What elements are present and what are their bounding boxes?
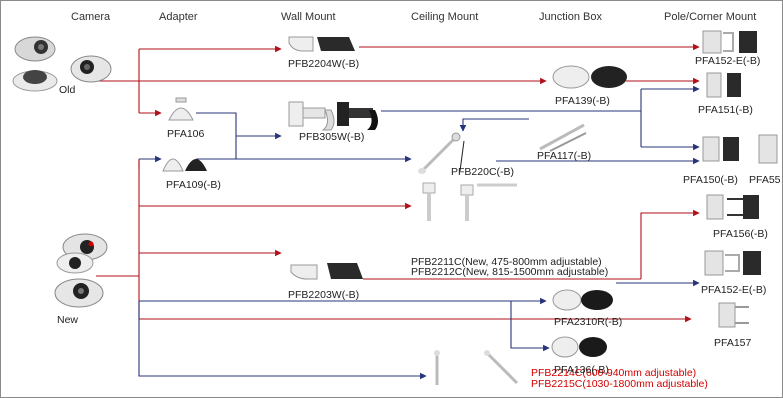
pfa106-image (168, 97, 194, 121)
pfb2211c-image (422, 182, 517, 221)
pole-clamp-icon (704, 250, 761, 276)
pfb2203w-image (290, 263, 363, 280)
header-pole-corner-mount: Pole/Corner Mount (664, 11, 757, 23)
pfa157-image (718, 302, 749, 328)
pendant-pole-icon (539, 123, 587, 152)
pfb220c-label: PFB220C(-B) (451, 166, 515, 178)
pfa109-label: PFA109(-B) (166, 179, 221, 191)
new-cameras-image (54, 233, 108, 308)
pole-clamp-icon (706, 194, 759, 220)
wall-bracket-icon (288, 101, 378, 131)
pfa151-image (706, 72, 741, 98)
header-wall-mount: Wall Mount (281, 11, 336, 23)
header-ceiling-mount: Ceiling Mount (411, 11, 479, 23)
pfb2211c-label: PFB2211C(New, 475-800mm adjustable) (411, 256, 602, 268)
header-camera: Camera (71, 11, 111, 23)
pendant-pole-icon (422, 182, 517, 221)
dome-camera-icon (54, 233, 108, 308)
header-junction-box: Junction Box (539, 11, 602, 23)
pfa136-label: PFA136(-B) (554, 364, 609, 376)
pfb220c-image (418, 132, 465, 174)
old-camera-wires (96, 43, 700, 117)
wall-bracket-icon (290, 263, 363, 280)
pole-clamp-icon (718, 302, 749, 328)
pfb2212c-label: PFB2212C(New, 815-1500mm adjustable) (411, 266, 609, 278)
old-cameras-label: Old (59, 84, 76, 96)
pfb2204w-label: PFB2204W(-B) (288, 58, 360, 70)
pfa117-image (539, 123, 587, 152)
junction-box-icon (552, 65, 627, 89)
pfa117-label: PFA117(-B) (537, 150, 592, 162)
new-camera-blue-wires (138, 279, 700, 380)
pfa136-image (551, 336, 607, 358)
pfb2214c-label: PFB2214C(600-940mm adjustable) (531, 367, 697, 379)
pendant-pole-icon (418, 132, 465, 174)
pfa156-label: PFA156(-B) (713, 228, 768, 240)
pfa151-label: PFA151(-B) (698, 104, 753, 116)
pfa152e-top-image (702, 30, 757, 54)
new-camera-wires (96, 159, 700, 323)
pfb2203w-label: PFB2203W(-B) (288, 289, 360, 301)
pfa2310r-image (552, 289, 613, 311)
adapter-icon (162, 158, 207, 172)
pfa139-image (552, 65, 627, 89)
wall-bracket-icon (288, 36, 355, 52)
pfa139-label: PFA139(-B) (555, 95, 610, 107)
pfa150-label: PFA150(-B) (683, 174, 738, 186)
pfb2215c-label: PFB2215C(1030-1800mm adjustable) (531, 378, 708, 390)
adapter-wires (139, 85, 700, 165)
pole-clamp-icon (702, 134, 778, 164)
pendant-pole-icon (434, 350, 519, 385)
pfa157-label: PFA157 (714, 337, 752, 349)
pole-clamp-icon (706, 72, 741, 98)
pfa106-label: PFA106 (167, 128, 205, 140)
dome-camera-icon (12, 36, 112, 92)
junction-box-icon (552, 289, 613, 311)
old-cameras-image (12, 36, 112, 92)
pfa55-label: PFA55 (749, 174, 781, 186)
pfa109-image (162, 158, 207, 172)
pfb305w-label: PFB305W(-B) (299, 131, 365, 143)
pfb305w-image (288, 101, 378, 131)
header-adapter: Adapter (159, 11, 198, 23)
junction-box-icon (551, 336, 607, 358)
pfa150-image (702, 134, 778, 164)
pole-clamp-icon (702, 30, 757, 54)
pfa152e-bottom-image (704, 250, 761, 276)
pfa152e-top-label: PFA152-E(-B) (695, 55, 761, 67)
pfa152e-bottom-label: PFA152-E(-B) (701, 284, 767, 296)
pfb2214c-image (434, 350, 519, 385)
pfa2310r-label: PFA2310R(-B) (554, 316, 623, 328)
new-cameras-label: New (57, 314, 79, 326)
pfa156-image (706, 194, 759, 220)
adapter-icon (168, 97, 194, 121)
pfb2204w-image (288, 36, 355, 52)
